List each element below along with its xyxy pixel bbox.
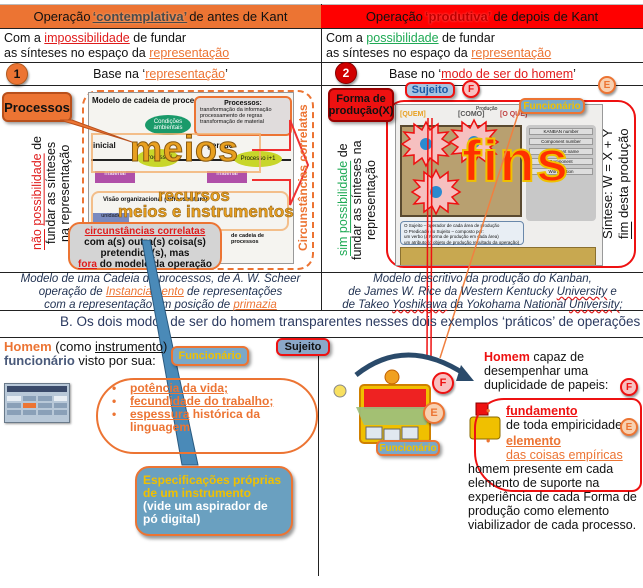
header-text: Operação [33, 9, 91, 24]
meios-word: meios [129, 128, 240, 170]
circunstancias-vertical: Circunstâncias correlatas [296, 104, 310, 252]
connector-lines [426, 107, 521, 359]
number-badge-2: 2 [335, 62, 357, 84]
left-caption: Modelo de uma Cadeia de processos, de A.… [20, 273, 301, 311]
fins-frame [386, 100, 636, 268]
meios-instrumentos-word: meios e instrumentos [118, 202, 294, 222]
representacao-keyword: representação [149, 46, 230, 60]
processos-box: Processos: transformação da informação p… [194, 96, 292, 136]
badge-f: F [462, 80, 480, 98]
list-item: •elemento [486, 434, 561, 448]
list-item: •fundamento [486, 404, 578, 418]
role-description: de toda empiricidade; [506, 418, 626, 432]
material-box: material [95, 171, 135, 183]
homem-instrumento-text: Homem (como instrumento) funcionário vis… [4, 339, 168, 368]
diagram-small-header: Produção [476, 106, 498, 112]
homem-duplicidade-text: Homem capaz de desempenhar uma duplicida… [484, 350, 609, 392]
role-description: das coisas empíricas [506, 448, 623, 462]
list-item: fecundidade do trabalho; [108, 395, 308, 409]
column-divider [321, 4, 322, 310]
row-divider [0, 310, 643, 311]
unidade-box: unidade [93, 213, 129, 223]
visao-label: Visão organizacional (infraestrutura) [103, 197, 208, 203]
red-arrow [252, 119, 310, 206]
left-subtitle: Com a impossibilidade de fundar as sínte… [4, 31, 230, 60]
gerado-label: gerado [207, 141, 234, 150]
processos-callout: Processos [2, 92, 72, 122]
condicoes-ellipse: Condições ambientais [145, 115, 191, 135]
left-base: Base na ‘representação’ [93, 67, 228, 81]
sujeito-callout: Sujeito [276, 338, 330, 356]
header-contemplativa: Operação ‘contemplativa’ de antes de Kan… [0, 5, 321, 28]
list-item: potência da vida; [108, 382, 308, 396]
funcionario-callout: Funcionário [376, 440, 440, 456]
header-keyword: ‘contemplativa’ [92, 9, 188, 24]
recursos-word: recursos [158, 186, 230, 206]
qualities-list: potência da vida; fecundidade do trabalh… [108, 382, 308, 434]
highlight-frame [91, 133, 261, 173]
lightbulb-icon [333, 384, 347, 398]
badge-f: F [620, 378, 638, 396]
processo-i1-ellipse: Processo i+1 [234, 151, 282, 167]
homem-presente-paragraph: homem presente em cada elemento de supor… [468, 462, 637, 532]
header-produtiva: Operação ‘produtiva’ de depois de Kant [321, 5, 643, 28]
sujeito-callout: Sujeito [405, 82, 455, 98]
right-subtitle: Com a possibilidade de fundar as síntese… [326, 31, 552, 60]
badge-e: E [598, 76, 616, 94]
funcionario-callout: Funcionário [519, 98, 585, 114]
header-keyword: ‘produtiva’ [424, 9, 492, 24]
funcionario-callout: Funcionário [171, 346, 249, 366]
diagram-title: Modelo de cadeia de processos [92, 96, 213, 105]
processo-i-ellipse: Processo i [137, 149, 179, 167]
badge-f: F [432, 372, 454, 394]
right-caption: Modelo descritivo da produção do Kanban,… [342, 273, 623, 311]
forma-producao-callout: Forma de produção(X) [328, 88, 394, 122]
section-b-divider [0, 337, 643, 338]
modo-de-ser-keyword: modo de ser do homem [441, 67, 574, 81]
duplicidade-outline [474, 398, 642, 492]
bullets-outline [96, 378, 318, 454]
list-item: espessura histórica da linguagem [108, 408, 308, 434]
roles-list: •fundamento de toda empiricidade; •eleme… [484, 404, 643, 462]
fins-word: fins [461, 128, 570, 195]
kanban-card: KANBAN number Component number Component… [526, 125, 596, 221]
impossibilidade-keyword: impossibilidade [44, 31, 130, 45]
kanban-legend: O Sujeito – operador de cada área de pro… [400, 221, 524, 245]
badge-e: E [620, 418, 638, 436]
ref-label: de cadeia de processos [231, 233, 265, 245]
representacao-keyword: representação [471, 46, 552, 60]
process-arrow [91, 159, 291, 161]
header-text: de depois de Kant [493, 9, 599, 24]
thumbnail-image [4, 383, 70, 423]
badge-e: E [423, 402, 445, 424]
quem-label: [QUEM] [400, 111, 426, 118]
processos-pointer [59, 119, 133, 143]
section-b-heading: B. Os dois modos de ser do homem transpa… [60, 314, 641, 329]
number-badge-1: 1 [6, 63, 28, 85]
operator-icon [384, 369, 400, 385]
operator-starbursts [400, 118, 500, 216]
inicial-label: inicial [93, 141, 116, 150]
como-label: [COMO] [458, 111, 485, 118]
header-text: de antes de Kant [189, 9, 288, 24]
oque-label: [O QUE] [500, 111, 528, 118]
representacao-keyword: representação [145, 67, 226, 81]
material-box: material [207, 171, 247, 183]
possibilidade-keyword: possibilidade [366, 31, 439, 45]
section-b-column-divider [318, 337, 319, 576]
specifications-bubble: Especificações próprias de um instrument… [135, 466, 293, 536]
right-base: Base no ‘modo de ser do homem’ [389, 67, 576, 81]
kanban-footer-box [400, 247, 596, 265]
header-text: Operação [365, 9, 423, 24]
